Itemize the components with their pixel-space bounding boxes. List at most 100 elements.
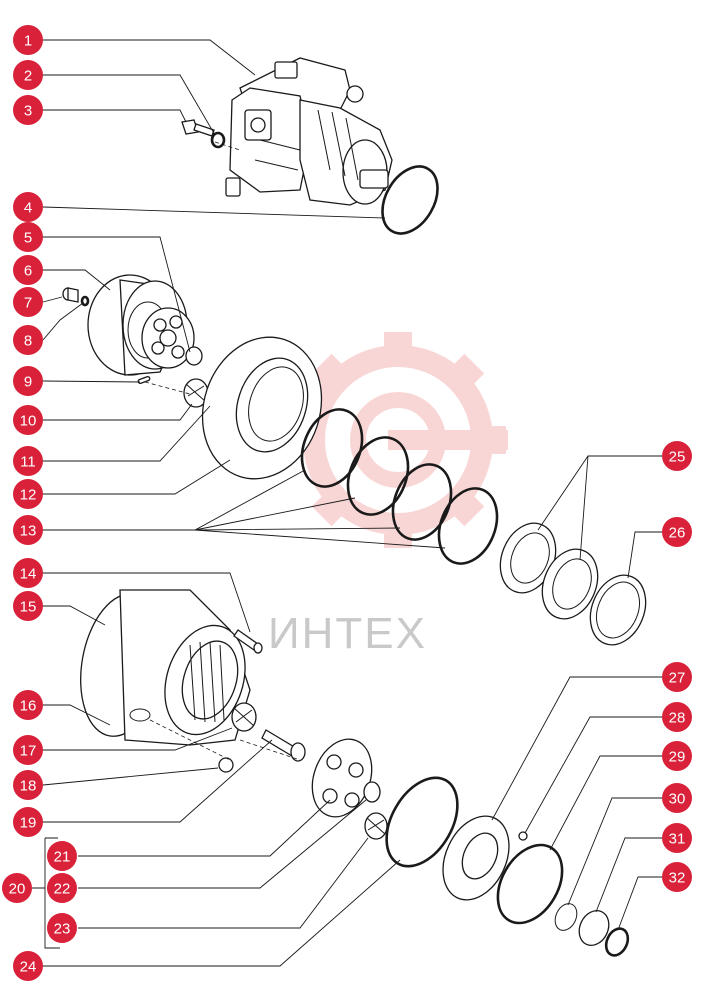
callout-number: 5 <box>24 230 32 247</box>
callout-number: 14 <box>20 566 37 583</box>
callout-number: 22 <box>54 881 71 898</box>
callout-badge <box>662 662 692 692</box>
part-10-gear <box>183 378 209 408</box>
part-26-retaining-ring <box>589 574 647 646</box>
callout-number: 32 <box>669 870 686 887</box>
callout-3: 3 <box>13 95 43 125</box>
callout-number: 1 <box>24 33 32 50</box>
callout-number: 28 <box>669 710 686 727</box>
callout-number: 29 <box>669 749 686 766</box>
callout-number: 13 <box>20 523 37 540</box>
callout-8: 8 <box>13 325 43 355</box>
part-25-seal-pair <box>499 522 599 620</box>
callout-27: 27 <box>662 662 692 692</box>
callout-number: 23 <box>54 921 71 938</box>
callout-badge <box>13 25 43 55</box>
callout-badge <box>13 807 43 837</box>
watermark-text: ИНТЕХ <box>268 609 427 658</box>
callout-badge <box>13 405 43 435</box>
part-5-washer <box>185 346 203 366</box>
part-31-disc <box>578 909 610 947</box>
callout-7: 7 <box>13 287 43 317</box>
callout-number: 7 <box>24 295 32 312</box>
callout-9: 9 <box>13 366 43 396</box>
callout-number: 8 <box>24 333 32 350</box>
part-5-planet-carrier <box>141 307 195 369</box>
callout-number: 18 <box>20 778 37 795</box>
callout-number: 26 <box>669 525 686 542</box>
callout-16: 16 <box>13 690 43 720</box>
part-28-plug <box>518 831 528 841</box>
callout-badge <box>47 913 77 943</box>
callout-badge <box>47 841 77 871</box>
callout-4: 4 <box>13 192 43 222</box>
part-17-gear <box>231 702 257 732</box>
callout-31: 31 <box>662 823 692 853</box>
callout-23: 23 <box>47 913 77 943</box>
callout-number: 11 <box>20 454 36 471</box>
part-18-plug <box>218 757 234 773</box>
callout-number: 12 <box>20 487 37 504</box>
callout-17: 17 <box>13 735 43 765</box>
callout-number: 31 <box>669 831 686 848</box>
callout-number: 9 <box>24 374 32 391</box>
callout-number: 20 <box>9 881 26 898</box>
callout-badge <box>662 517 692 547</box>
callout-10: 10 <box>13 405 43 435</box>
axis-dashed-line <box>144 141 241 395</box>
callout-22: 22 <box>47 873 77 903</box>
callout-19: 19 <box>13 807 43 837</box>
callout-badge <box>13 515 43 545</box>
callout-badge <box>662 741 692 771</box>
callout-20: 20 <box>2 873 32 903</box>
callout-5: 5 <box>13 222 43 252</box>
callout-badge <box>13 479 43 509</box>
callout-6: 6 <box>13 255 43 285</box>
part-30-ring <box>554 903 578 931</box>
callout-badge <box>13 255 43 285</box>
callout-badge <box>13 591 43 621</box>
callout-badge <box>13 287 43 317</box>
watermark-gear-logo <box>290 332 508 548</box>
callout-number: 21 <box>54 849 71 866</box>
callout-number: 6 <box>24 263 32 280</box>
part-32-ring <box>604 927 630 957</box>
callout-badge <box>13 951 43 981</box>
callout-badge <box>13 770 43 800</box>
callout-badge <box>13 446 43 476</box>
callout-24: 24 <box>13 951 43 981</box>
callout-number: 16 <box>20 698 37 715</box>
part-3-bolt <box>181 119 215 137</box>
callout-badge <box>13 222 43 252</box>
part-24-o-ring <box>385 776 459 868</box>
callout-number: 15 <box>20 599 37 616</box>
callout-number: 10 <box>20 413 37 430</box>
callout-13: 13 <box>13 515 43 545</box>
callout-badge <box>13 558 43 588</box>
callout-badge <box>662 702 692 732</box>
callout-number: 17 <box>20 743 37 760</box>
callout-26: 26 <box>662 517 692 547</box>
part-8-small-o-ring <box>80 295 90 307</box>
callout-badge <box>13 690 43 720</box>
part-4-o-ring <box>381 165 439 235</box>
callout-21: 21 <box>47 841 77 871</box>
callout-11: 11 <box>13 446 43 476</box>
callout-1: 1 <box>13 25 43 55</box>
callout-number: 19 <box>20 815 37 832</box>
callout-badge <box>13 366 43 396</box>
callout-18: 18 <box>13 770 43 800</box>
callout-badge <box>47 873 77 903</box>
part-23-gear <box>364 812 388 840</box>
callout-29: 29 <box>662 741 692 771</box>
part-12-flange <box>201 336 323 480</box>
callout-badge <box>662 441 692 471</box>
axis-dashed-line-lower <box>149 719 301 761</box>
callout-badge <box>662 783 692 813</box>
callout-labels: 1234567891011121314151617181920212223242… <box>2 25 692 981</box>
callout-badge <box>662 823 692 853</box>
callout-number: 24 <box>20 959 37 976</box>
callout-30: 30 <box>662 783 692 813</box>
